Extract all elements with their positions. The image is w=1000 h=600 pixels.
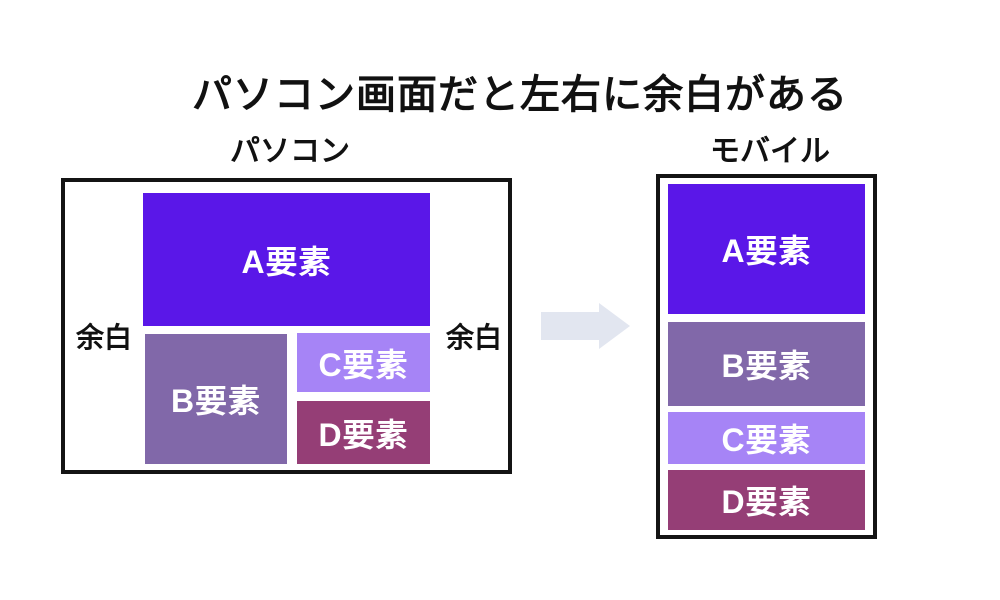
mobile-column-label: モバイル xyxy=(710,135,830,168)
pc-column-label: パソコン xyxy=(230,135,350,168)
page-title: パソコン画面だと左右に余白がある xyxy=(192,73,848,117)
mobile-screen-frame: A要素 B要素 C要素 D要素 xyxy=(656,174,877,539)
mobile-element-a: A要素 xyxy=(668,184,865,314)
mobile-element-b: B要素 xyxy=(668,322,865,406)
right-arrow-svg xyxy=(541,303,630,349)
right-arrow-icon xyxy=(541,302,631,350)
mobile-element-d: D要素 xyxy=(668,470,865,530)
pc-element-c: C要素 xyxy=(297,333,430,392)
mobile-element-c: C要素 xyxy=(668,412,865,464)
right-arrow-shape xyxy=(541,303,630,349)
pc-element-d: D要素 xyxy=(297,401,430,464)
pc-left-margin-label: 余白 xyxy=(75,322,132,353)
pc-right-margin-label: 余白 xyxy=(445,322,502,353)
pc-element-b: B要素 xyxy=(145,334,287,464)
pc-screen-frame: 余白 余白 A要素 B要素 C要素 D要素 xyxy=(61,178,512,474)
pc-element-a: A要素 xyxy=(143,193,430,326)
